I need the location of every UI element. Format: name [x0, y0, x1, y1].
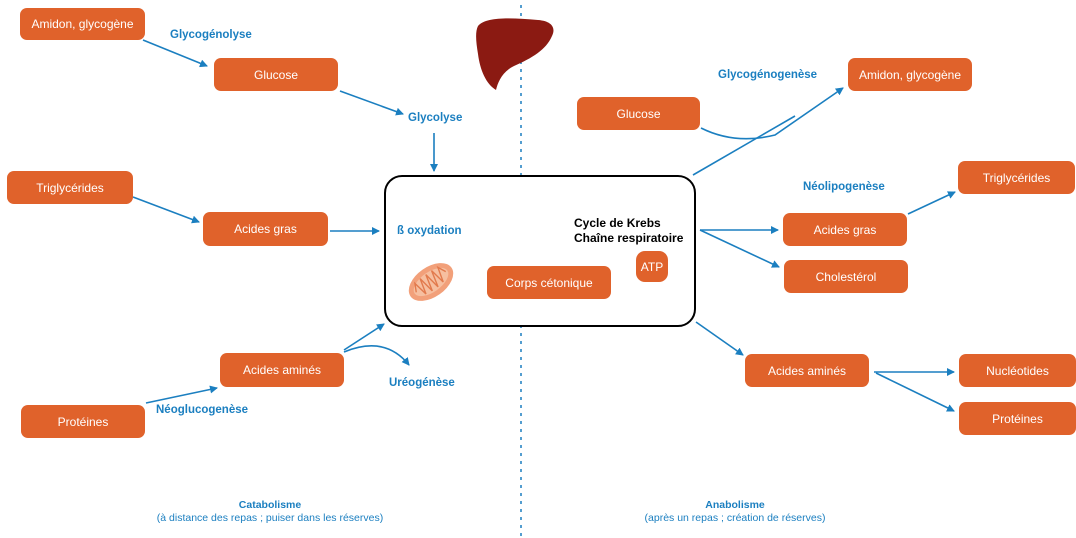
caption-anabolisme: Anabolisme (après un repas ; création de… [605, 499, 865, 525]
box-triglycerides-right: Triglycérides [958, 161, 1075, 194]
box-amidon-right: Amidon, glycogène [848, 58, 972, 91]
liver-icon [476, 18, 554, 91]
box-proteines-left: Protéines [21, 405, 145, 438]
label-ureogenese: Uréogénèse [389, 377, 455, 389]
caption-catabolisme-sub: (à distance des repas ; puiser dans les … [156, 512, 384, 524]
caption-anabolisme-title: Anabolisme [705, 499, 765, 511]
label-glycogenolyse: Glycogénolyse [170, 29, 252, 41]
arrow-aminoacid-proteines [875, 372, 955, 412]
arrow-glucose-glycolyse [339, 90, 404, 116]
box-triglycerides-left: Triglycérides [7, 171, 133, 204]
caption-anabolisme-sub: (après un repas ; création de réserves) [644, 512, 826, 524]
label-glycolyse: Glycolyse [408, 112, 463, 124]
box-acidesamines-right: Acides aminés [745, 354, 869, 387]
label-neolipogenese: Néolipogenèse [803, 181, 885, 193]
box-acidesgras-right: Acides gras [783, 213, 907, 246]
arrow-aminoacid-ureogenese [343, 345, 410, 366]
arrow-center-aminoacid [695, 321, 744, 356]
arrow-center-amidon [692, 115, 796, 176]
box-acidesamines-left: Acides aminés [220, 353, 344, 387]
arrow-proteines-aminoacid [145, 385, 218, 404]
box-corps-cetonique: Corps cétonique [487, 266, 611, 299]
label-respiratoire: Chaîne respiratoire [574, 231, 684, 245]
arrow-acidesgras-trig [907, 191, 956, 215]
box-glucose-left: Glucose [214, 58, 338, 91]
label-beta-oxydation: ß oxydation [397, 225, 462, 237]
caption-catabolisme-title: Catabolisme [238, 499, 302, 511]
label-glycogenogenese: Glycogénogenèse [718, 69, 818, 81]
box-proteines-right: Protéines [959, 402, 1076, 435]
arrow-aminoacid-center [343, 323, 385, 351]
arrow-glucose-amidon [700, 87, 844, 140]
caption-catabolisme: Catabolisme (à distance des repas ; puis… [130, 499, 410, 525]
box-nucleotides: Nucléotides [959, 354, 1076, 387]
label-krebs: Cycle de Krebs [574, 216, 661, 230]
arrow-trig-acidesgras [132, 196, 200, 224]
box-cholesterol: Cholestérol [784, 260, 908, 293]
label-neoglucogenese: Néoglucogenèse [156, 404, 249, 416]
box-acidesgras-left: Acides gras [203, 212, 328, 246]
box-glucose-right: Glucose [577, 97, 700, 130]
mitochondria-icon [408, 263, 454, 301]
arrow-amidon-glucose [142, 39, 208, 68]
box-amidon-left: Amidon, glycogène [20, 8, 145, 40]
box-atp: ATP [636, 251, 668, 282]
arrow-center-cholesterol [699, 229, 780, 268]
